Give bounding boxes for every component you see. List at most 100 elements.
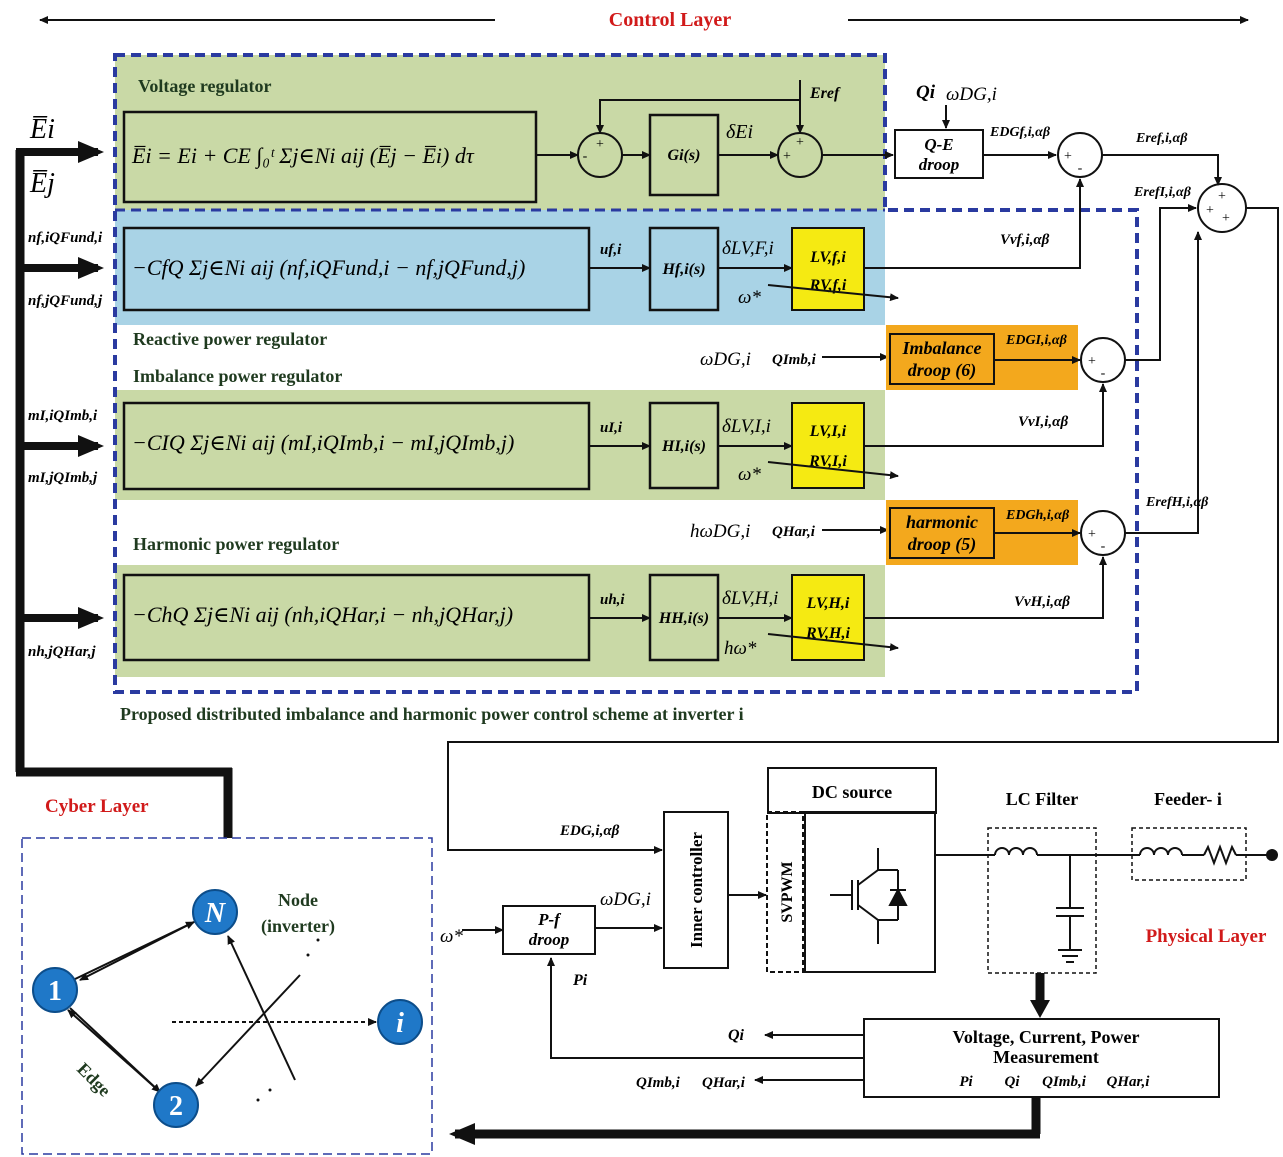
qe-droop-l2: droop (919, 155, 960, 174)
svg-text:+: + (1064, 149, 1072, 164)
label-VvH: VvH,i,αβ (1014, 594, 1070, 610)
meas-out-3: QHar,i (1107, 1074, 1151, 1090)
imb-droop-l2: droop (6) (908, 360, 977, 381)
meas-out-2: QImb,i (1042, 1074, 1087, 1090)
inner-controller-label: Inner controller (687, 832, 706, 948)
voltage-regulator-label: Voltage regulator (138, 76, 271, 96)
label-wDG-out: ωDG,i (600, 889, 651, 910)
node-2-label: 2 (169, 1091, 183, 1122)
label-EDG: EDG,i,αβ (559, 823, 620, 839)
svg-text:+: + (1088, 354, 1096, 369)
G-label: Gi(s) (668, 147, 701, 164)
voltage-equation: E̅i = Ei + CE ∫₀ᵗ Σj∈Ni aij (E̅j − E̅i) … (131, 143, 475, 169)
label-uI: uI,i (600, 420, 623, 436)
HI-label: HI,i(s) (661, 438, 706, 455)
input-E-bar-i: E̅i (29, 114, 55, 145)
svg-text:+: + (783, 149, 791, 164)
scheme-outline (113, 53, 1139, 694)
reactive-equation: −CfQ Σj∈Ni aij (nf,iQFund,i − nf,jQFund,… (132, 255, 525, 280)
inner-controller-block (663, 811, 729, 969)
label-Eref: Eref (809, 85, 841, 102)
harmonic-regulator-label: Harmonic power regulator (133, 534, 339, 554)
label-QImb: QImb,i (772, 352, 817, 368)
svg-text:-: - (1078, 161, 1083, 176)
meas-out-1: Qi (1005, 1074, 1021, 1090)
meas-out-0: Pi (959, 1074, 973, 1090)
label-uh: uh,i (600, 592, 625, 608)
input-mI-i: mI,iQImb,i (28, 408, 98, 424)
imbalance-equation: −CIQ Σj∈Ni aij (mI,iQImb,i − mI,jQImb,j) (132, 430, 514, 455)
reactive-regulator-label: Reactive power regulator (133, 329, 327, 349)
cyber-layer-box (21, 837, 433, 1155)
label-dEi: δEi (726, 121, 753, 143)
feeder-label: Feeder- i (1154, 789, 1222, 809)
harmonic-band (115, 565, 885, 677)
imb-droop-band (886, 325, 1078, 390)
har-droop-l2: droop (5) (908, 534, 977, 555)
graph-node-2 (153, 1082, 199, 1128)
voltage-equation-box (122, 110, 538, 204)
svg-text:-: - (583, 149, 588, 164)
pf-droop-l1: P-f (537, 910, 562, 929)
input-mI-j: mI,jQImb,j (28, 470, 98, 486)
svg-text:+: + (1218, 189, 1226, 204)
label-wstar-I: ω* (738, 464, 761, 485)
input-nh-j: nh,jQHar,j (28, 644, 96, 660)
LR-f-block (791, 227, 865, 311)
svpwm-block (766, 811, 804, 973)
svg-text:+: + (796, 135, 804, 150)
input-E-bar-j: E̅j (29, 168, 55, 199)
graph-node-i (377, 999, 423, 1045)
label-dLH: δLV,H,i (722, 588, 778, 609)
lc-filter-box (987, 827, 1097, 974)
igbt-icon (830, 848, 908, 944)
label-dLI: δLV,I,i (722, 416, 771, 437)
graph-edges (67, 921, 377, 1102)
svg-text:+: + (1088, 527, 1096, 542)
graph-node-1 (32, 967, 78, 1013)
power-line (935, 844, 1268, 963)
label-Vvf: Vvf,i,αβ (1000, 232, 1050, 248)
node-N-label: N (204, 898, 227, 929)
label-EDGh: EDGh,i,αβ (1005, 508, 1070, 523)
input-nf-j: nf,jQFund,j (28, 293, 103, 309)
node-1-label: 1 (48, 976, 62, 1007)
label-ErefH: ErefH,i,αβ (1145, 495, 1209, 510)
pf-droop-l2: droop (529, 930, 570, 949)
dc-source-label: DC source (812, 782, 892, 802)
svpwm-label: SVPWM (779, 861, 796, 922)
node-legend-l1: Node (278, 890, 318, 910)
HH-label: HH,i(s) (658, 610, 709, 627)
edge-label: Edge (73, 1059, 115, 1101)
svg-text:+: + (1222, 211, 1230, 226)
label-Eref-i: Eref,i,αβ (1135, 131, 1188, 146)
label-VvI: VvI,i,αβ (1018, 414, 1068, 430)
label-dLf: δLV,F,i (722, 238, 774, 259)
LR-I-l2: RV,I,i (808, 453, 847, 470)
LR-H-block (791, 574, 865, 661)
qe-droop-l1: Q-E (924, 135, 953, 154)
imb-droop-l1: Imbalance (902, 338, 982, 358)
label-Pi: Pi (572, 972, 588, 989)
label-hwDG: hωDG,i (690, 521, 750, 542)
feeder-terminal (1266, 849, 1278, 861)
measurement-l1: Voltage, Current, Power (953, 1027, 1140, 1047)
label-EDGf: EDGf,i,αβ (989, 125, 1051, 140)
label-QHar-out: QHar,i (702, 1075, 746, 1091)
label-wstar-in: ω* (440, 926, 463, 947)
svg-text:+: + (596, 137, 604, 152)
label-wDG-top: ωDG,i (946, 84, 997, 105)
label-hwstar: hω* (724, 638, 757, 659)
lc-filter-label: LC Filter (1006, 789, 1078, 809)
LR-I-block (791, 402, 865, 489)
node-i-label: i (396, 1008, 404, 1039)
svg-text:-: - (1101, 539, 1106, 554)
label-Qi-top: Qi (916, 82, 936, 103)
control-layer-title: Control Layer (609, 9, 732, 31)
label-wstar-f: ω* (738, 287, 761, 308)
physical-layer-title: Physical Layer (1146, 926, 1267, 947)
inverter-block (804, 811, 936, 973)
label-EDGI: EDGI,i,αβ (1005, 333, 1068, 348)
label-wDG-imb: ωDG,i (700, 349, 751, 370)
